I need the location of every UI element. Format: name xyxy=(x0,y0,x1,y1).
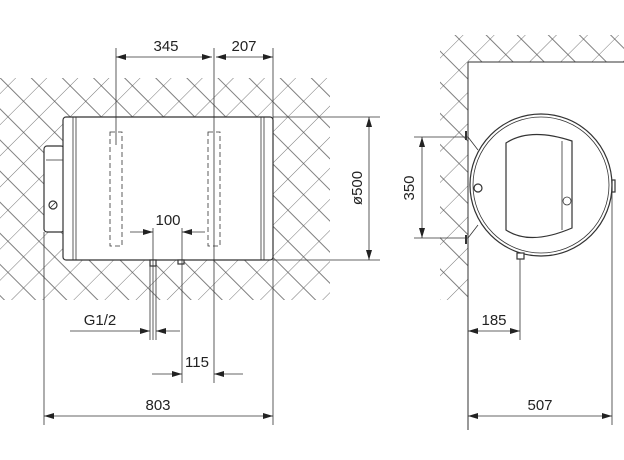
dim-diameter: ø500 xyxy=(349,171,366,205)
pipe-outlet xyxy=(177,259,185,265)
dim-bracket-spacing: 345 xyxy=(153,38,178,55)
wall-hatch-side xyxy=(440,35,468,300)
mount-bracket-left xyxy=(109,131,123,247)
inlet-fitting-icon xyxy=(473,183,483,193)
dim-bracket-to-end: 207 xyxy=(231,38,256,55)
pipe-side xyxy=(516,252,525,260)
ceiling-hatch-side xyxy=(468,35,624,62)
tank-body xyxy=(62,116,274,261)
dim-pipe-offset: 185 xyxy=(481,312,506,329)
control-panel xyxy=(505,133,573,239)
dim-pipe-spacing: 100 xyxy=(155,212,180,229)
side-view: 350 185 507 xyxy=(401,35,624,430)
dim-pipe-to-bracket: 115 xyxy=(185,354,209,371)
control-box xyxy=(43,145,65,233)
dim-pipe-thread: G1/2 xyxy=(84,312,117,329)
dim-depth: 507 xyxy=(527,397,552,414)
front-view: 345 207 ø500 100 G1/2 115 803 xyxy=(0,38,380,425)
dim-mount-height: 350 xyxy=(401,175,418,200)
dim-length: 803 xyxy=(145,397,170,414)
